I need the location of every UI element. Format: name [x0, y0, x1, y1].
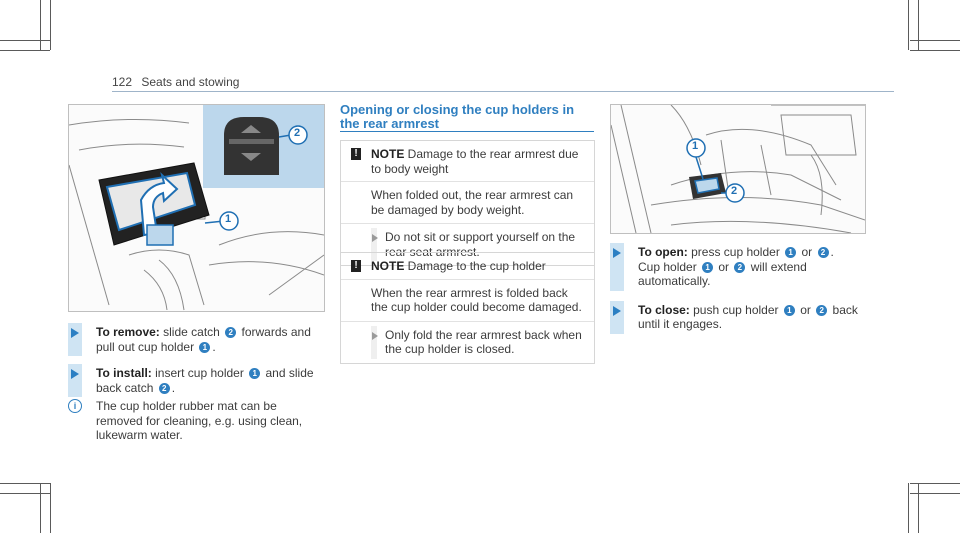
- step-close: To close: push cup holder 1 or 2 back un…: [610, 300, 865, 334]
- callout-badge: 2: [225, 327, 237, 338]
- warning-icon: !: [351, 148, 361, 160]
- step-arrow-icon: [372, 331, 378, 340]
- section-title: Opening or closing the cup holders in th…: [340, 102, 575, 131]
- step-text: or: [798, 245, 816, 259]
- step-arrow-icon: [71, 328, 79, 338]
- step-text: and slide back catch: [96, 366, 314, 395]
- step-open: To open: press cup holder 1 or 2. Cup ho…: [610, 243, 865, 291]
- crop-mark: [0, 483, 50, 484]
- callout-badge: 2: [158, 382, 170, 394]
- callout-badge: 1: [249, 368, 261, 379]
- step-arrow-icon: [71, 369, 79, 379]
- callout-badge: 2: [816, 304, 828, 316]
- rear-seat-illustration: [611, 105, 865, 233]
- step-text: insert cup holder: [151, 366, 248, 380]
- step-text: or: [715, 259, 733, 274]
- crop-mark: [918, 0, 919, 50]
- callout-badge: 1: [785, 247, 797, 258]
- step-label: To open:: [638, 245, 688, 259]
- step-text: .: [171, 380, 176, 395]
- crop-mark: [50, 0, 51, 50]
- crop-mark: [908, 483, 909, 533]
- note-cup-holder-damage: ! NOTE Damage to the cup holder When the…: [340, 252, 595, 364]
- crop-mark: [910, 483, 960, 484]
- section-rule: [340, 131, 594, 132]
- step-text: .: [830, 245, 834, 259]
- info-icon: i: [68, 399, 82, 413]
- note-header: ! NOTE Damage to the rear armrest due to…: [341, 141, 594, 182]
- note-body: When the rear armrest is folded back the…: [341, 280, 594, 322]
- page-header: 122 Seats and stowing: [112, 75, 239, 89]
- step-label: To install:: [96, 366, 152, 380]
- section-name: Seats and stowing: [141, 75, 240, 89]
- left-instructions: To remove: slide catch 2 forwards and pu…: [68, 323, 324, 443]
- step-text: will extend automatically.: [638, 259, 807, 289]
- note-label: NOTE: [371, 147, 405, 161]
- note-label: NOTE: [371, 259, 405, 273]
- cup-holder-removal-figure: 2 1: [68, 104, 325, 312]
- note-header: ! NOTE Damage to the cup holder: [341, 253, 594, 280]
- callout-2: 2: [294, 127, 301, 139]
- info-text: The cup holder rubber mat can be removed…: [96, 399, 303, 442]
- callout-2: 2: [731, 185, 738, 197]
- header-rule: [112, 91, 894, 92]
- step-arrow-icon: [372, 234, 378, 242]
- page-number: 122: [112, 75, 133, 89]
- crop-mark: [908, 0, 909, 50]
- rear-armrest-figure: 1 2: [610, 104, 866, 234]
- step-bar: [371, 228, 377, 261]
- crop-mark: [918, 483, 919, 533]
- step-text: or: [796, 302, 815, 317]
- step-remove: To remove: slide catch 2 forwards and pu…: [68, 323, 324, 356]
- step-install: To install: insert cup holder 1 and slid…: [68, 364, 324, 397]
- step-text: push cup holder: [689, 302, 782, 317]
- crop-mark: [910, 493, 960, 494]
- crop-mark: [0, 493, 50, 494]
- step-arrow-icon: [613, 305, 621, 316]
- callout-badge: 2: [734, 261, 746, 273]
- cup-holder-illustration: [69, 105, 324, 311]
- crop-mark: [910, 40, 960, 41]
- callout-badge: 1: [199, 341, 211, 353]
- callout-badge: 1: [783, 304, 795, 316]
- crop-mark: [0, 50, 50, 51]
- note-body: When folded out, the rear armrest can be…: [341, 182, 594, 224]
- crop-mark: [910, 50, 960, 51]
- note-title: Damage to the rear armrest due to body w…: [371, 147, 579, 176]
- step-label: To close:: [638, 302, 690, 317]
- step-text: back until it engages.: [638, 302, 858, 332]
- step-text: Cup holder: [638, 259, 701, 274]
- note-step: Do not sit or support yourself on the re…: [341, 224, 594, 265]
- step-text: press cup holder: [687, 245, 784, 259]
- crop-mark: [40, 483, 41, 533]
- info-note: i The cup holder rubber mat can be remov…: [68, 399, 324, 443]
- step-label: To remove:: [96, 325, 160, 339]
- step-bar: [371, 325, 377, 359]
- step-text: .: [212, 339, 216, 354]
- note-title: Damage to the cup holder: [404, 259, 546, 273]
- crop-mark: [50, 483, 51, 533]
- callout-1: 1: [692, 140, 699, 152]
- note-step-text: Do not sit or support yourself on the re…: [385, 230, 576, 259]
- note-step: Only fold the rear armrest back when the…: [341, 322, 594, 363]
- crop-mark: [0, 40, 50, 41]
- note-step-text: Only fold the rear armrest back when the…: [385, 327, 582, 357]
- right-instructions: To open: press cup holder 1 or 2. Cup ho…: [610, 243, 865, 344]
- callout-1: 1: [225, 213, 232, 225]
- step-text: forwards and pull out cup holder: [96, 325, 311, 354]
- note-armrest-damage: ! NOTE Damage to the rear armrest due to…: [340, 140, 595, 266]
- callout-badge: 1: [702, 261, 714, 273]
- warning-icon: !: [351, 260, 361, 272]
- step-arrow-icon: [613, 248, 621, 258]
- crop-mark: [40, 0, 41, 50]
- callout-badge: 2: [817, 247, 829, 258]
- step-text: slide catch: [159, 325, 224, 339]
